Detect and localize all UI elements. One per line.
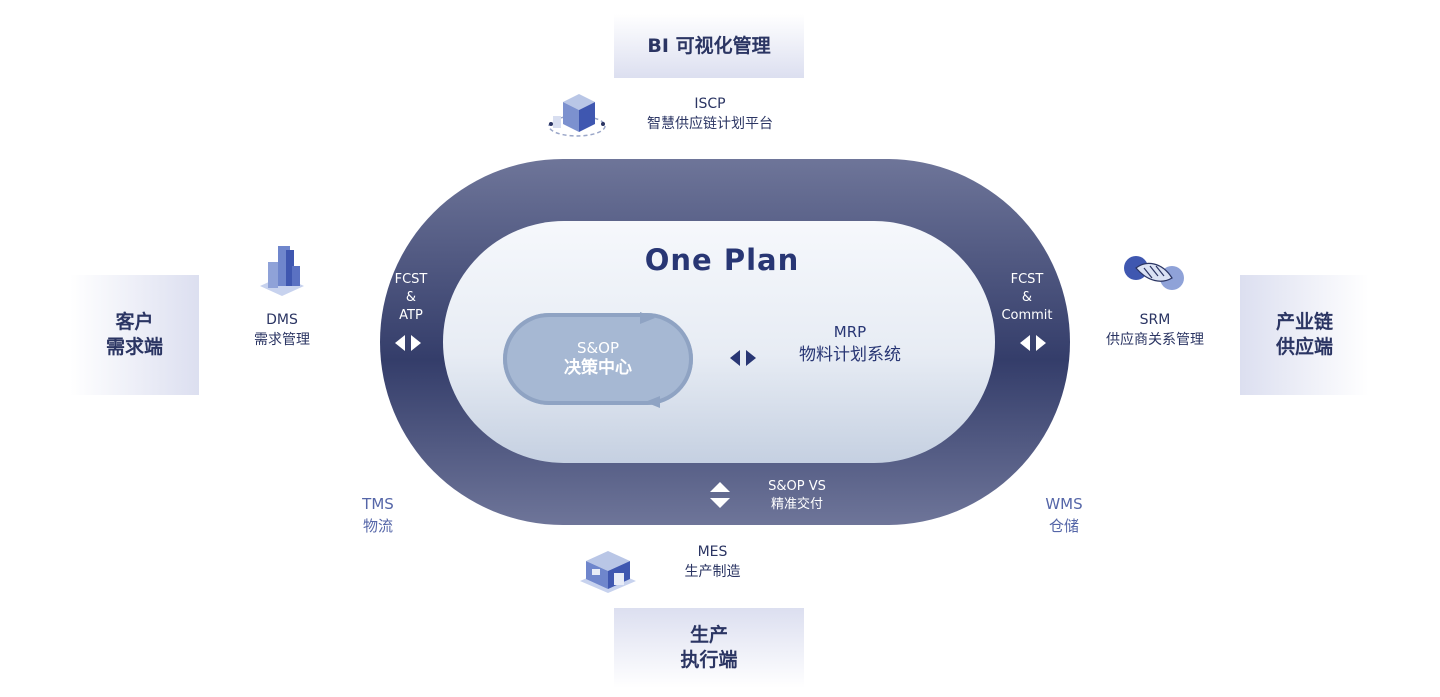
supply-chain-box: 产业链 供应端 xyxy=(1240,275,1369,395)
tms-desc: 物流 xyxy=(362,517,393,535)
tms-block: TMS 物流 xyxy=(338,493,418,537)
srm-desc: 供应商关系管理 xyxy=(1106,332,1204,348)
sop-decision-center: S&OP 决策中心 xyxy=(503,338,693,378)
handshake-icon xyxy=(1124,256,1184,290)
dms-block: DMS 需求管理 xyxy=(232,310,332,350)
iscp-label: ISCP xyxy=(694,96,726,112)
mes-block: MES 生产制造 xyxy=(665,542,760,582)
tms-label: TMS xyxy=(362,495,394,513)
mrp-desc: 物料计划系统 xyxy=(799,345,901,365)
ring-label-bottom: S&OP VS 精准交付 xyxy=(752,478,842,514)
supply-box-line2: 供应端 xyxy=(1275,336,1333,358)
left-right-arrow-icon xyxy=(730,350,756,366)
mes-desc: 生产制造 xyxy=(684,564,741,580)
mrp-label: MRP xyxy=(833,323,867,341)
left-ring-arrow-icon xyxy=(395,335,421,351)
srm-label: SRM xyxy=(1139,312,1171,328)
sop-label: S&OP xyxy=(576,339,620,357)
bi-visual-management-box: BI 可视化管理 xyxy=(614,14,804,78)
right-ring-arrow-icon xyxy=(1020,335,1046,351)
bi-box-label: BI 可视化管理 xyxy=(647,34,771,57)
dms-label: DMS xyxy=(266,312,298,328)
one-plan-title: One Plan xyxy=(644,243,800,277)
buildings-icon xyxy=(260,246,304,296)
ring-left-line3: ATP xyxy=(399,308,423,323)
ring-right-line3: Commit xyxy=(1001,308,1053,323)
production-box-line2: 执行端 xyxy=(680,649,738,671)
dms-desc: 需求管理 xyxy=(254,332,310,348)
sop-loop-arrows-icon xyxy=(640,312,660,408)
sop-desc: 决策中心 xyxy=(564,358,632,378)
iscp-desc: 智慧供应链计划平台 xyxy=(647,116,773,132)
ring-label-right: FCST & Commit xyxy=(992,271,1062,325)
wms-label: WMS xyxy=(1045,495,1083,513)
ring-right-line2: & xyxy=(1021,290,1033,305)
ring-bottom-line2: 精准交付 xyxy=(770,497,823,512)
customer-demand-box: 客户 需求端 xyxy=(70,275,199,395)
customer-box-line2: 需求端 xyxy=(105,336,163,358)
customer-box-line1: 客户 xyxy=(115,311,154,333)
factory-icon xyxy=(580,551,636,593)
mes-label: MES xyxy=(697,544,728,560)
ring-right-line1: FCST xyxy=(1010,272,1044,287)
mrp-block: MRP 物料计划系统 xyxy=(770,322,930,368)
wms-block: WMS 仓储 xyxy=(1024,493,1104,537)
ring-label-left: FCST & ATP xyxy=(381,271,441,325)
srm-block: SRM 供应商关系管理 xyxy=(1090,310,1220,350)
up-down-arrow-icon xyxy=(710,482,730,508)
ring-left-line2: & xyxy=(405,290,417,305)
production-box-line1: 生产 xyxy=(689,624,728,646)
iscp-block: ISCP 智慧供应链计划平台 xyxy=(620,94,800,134)
ring-bottom-line1: S&OP VS xyxy=(768,479,826,494)
production-execution-box: 生产 执行端 xyxy=(614,608,804,688)
boxes-icon xyxy=(548,94,606,137)
sop-loop xyxy=(503,313,693,405)
wms-desc: 仓储 xyxy=(1048,517,1079,535)
supply-box-line1: 产业链 xyxy=(1275,311,1333,333)
ring-left-line1: FCST xyxy=(394,272,428,287)
